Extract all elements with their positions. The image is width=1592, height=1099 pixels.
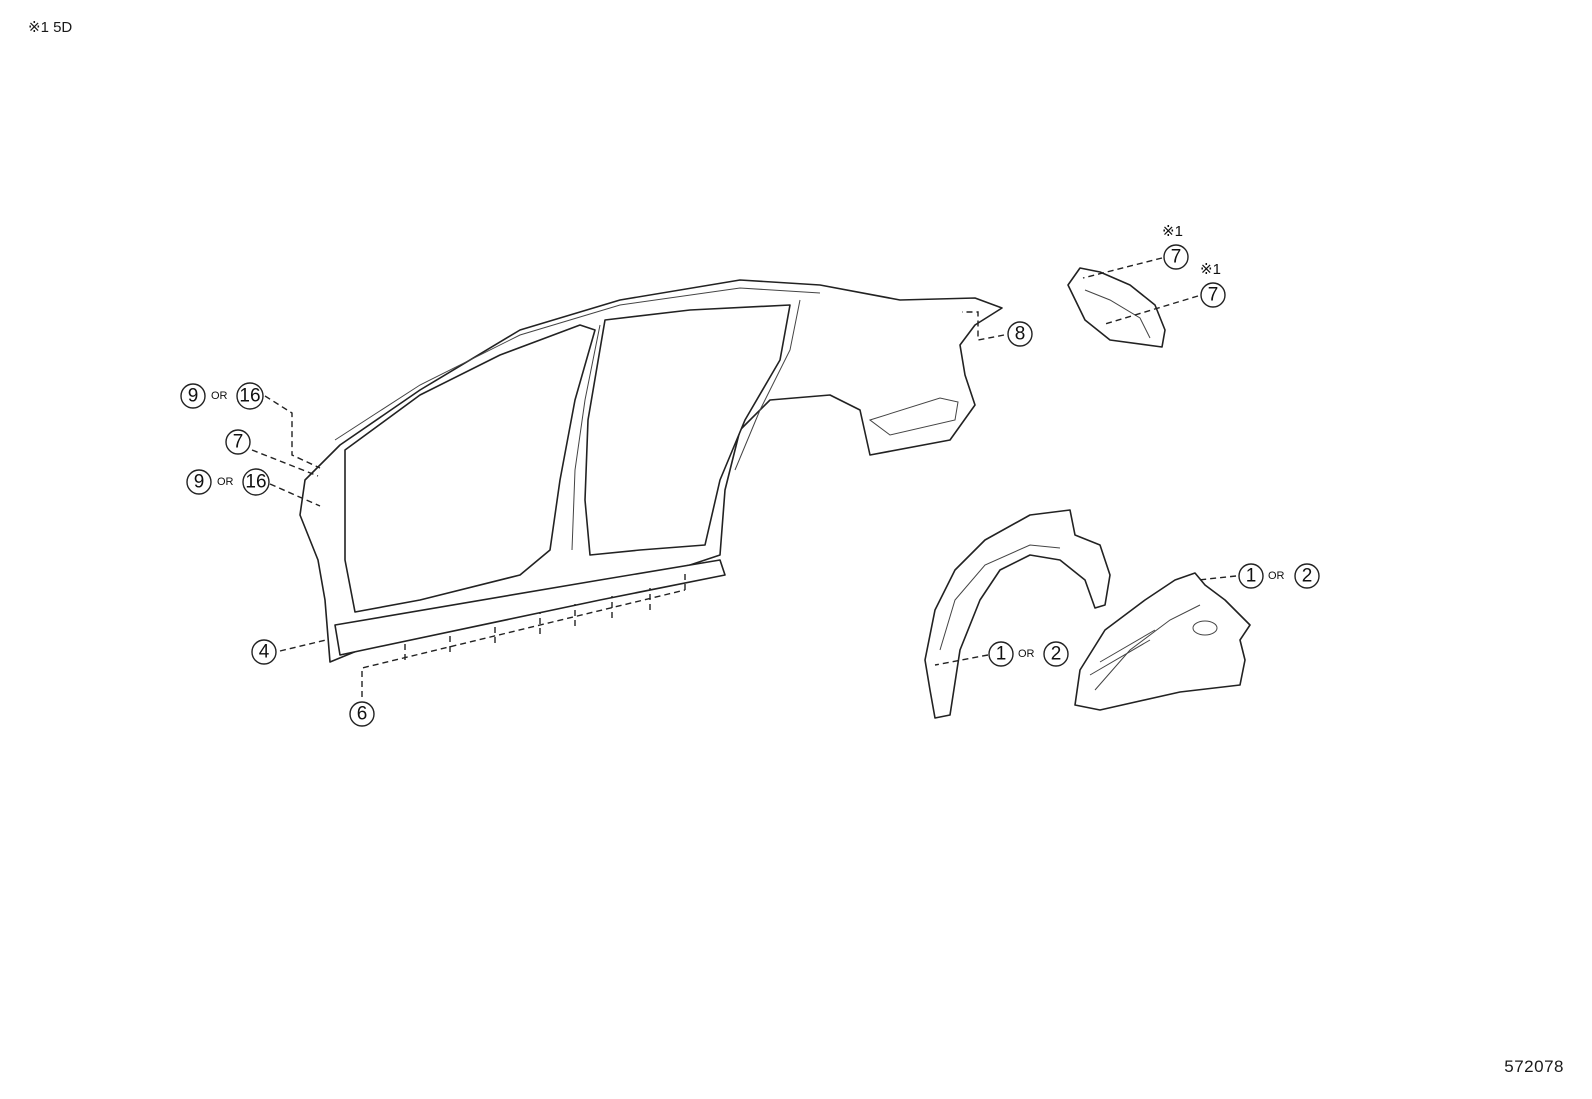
or-label: OR: [1018, 648, 1035, 660]
callout-9-or-16-upper: 9 OR 16: [180, 382, 264, 410]
asterisk-note-upper: ※1: [1162, 223, 1183, 240]
callout-4: 4: [251, 639, 277, 665]
callout-9: 9: [186, 469, 212, 495]
callout-7-lower-right: 7: [1200, 282, 1226, 308]
svg-text:7: 7: [1171, 247, 1182, 268]
svg-text:16: 16: [239, 386, 260, 407]
svg-text:1: 1: [1246, 566, 1257, 587]
callout-2: 2: [1294, 563, 1320, 589]
callout-1: 1: [988, 641, 1014, 667]
callout-2: 2: [1043, 641, 1069, 667]
svg-text:8: 8: [1015, 324, 1026, 345]
or-label: OR: [217, 476, 234, 488]
or-label: OR: [211, 390, 228, 402]
figure-number: 572078: [1504, 1057, 1564, 1076]
callout-16: 16: [236, 382, 264, 410]
rear-wheelhouse-part: [1074, 572, 1251, 711]
svg-text:2: 2: [1051, 644, 1062, 665]
front-wheelhouse-part: [924, 509, 1111, 719]
svg-text:6: 6: [357, 704, 368, 725]
callout-1-or-2-front: 1 OR 2: [988, 641, 1069, 667]
callout-8: 8: [1007, 321, 1033, 347]
side-body-panel: [299, 279, 1003, 663]
asterisk-note-lower: ※1: [1200, 261, 1221, 278]
or-label: OR: [1268, 570, 1285, 582]
callout-16: 16: [242, 468, 270, 496]
svg-text:7: 7: [233, 432, 244, 453]
callout-1-or-2-rear: 1 OR 2: [1238, 563, 1320, 589]
svg-text:7: 7: [1208, 285, 1219, 306]
callout-9: 9: [180, 383, 206, 409]
svg-text:9: 9: [188, 386, 199, 407]
callout-9-or-16-lower: 9 OR 16: [186, 468, 270, 496]
svg-text:2: 2: [1302, 566, 1313, 587]
svg-text:4: 4: [259, 642, 270, 663]
rear-bracket-part: [1067, 267, 1166, 348]
svg-text:1: 1: [996, 644, 1007, 665]
svg-text:9: 9: [194, 472, 205, 493]
callout-6: 6: [349, 701, 375, 727]
callout-1: 1: [1238, 563, 1264, 589]
callout-7-left: 7: [225, 429, 251, 455]
header-note: ※1 5D: [28, 19, 73, 36]
leader-lines: [251, 257, 1237, 697]
svg-text:16: 16: [245, 472, 266, 493]
callout-7-upper-right: 7: [1163, 244, 1189, 270]
